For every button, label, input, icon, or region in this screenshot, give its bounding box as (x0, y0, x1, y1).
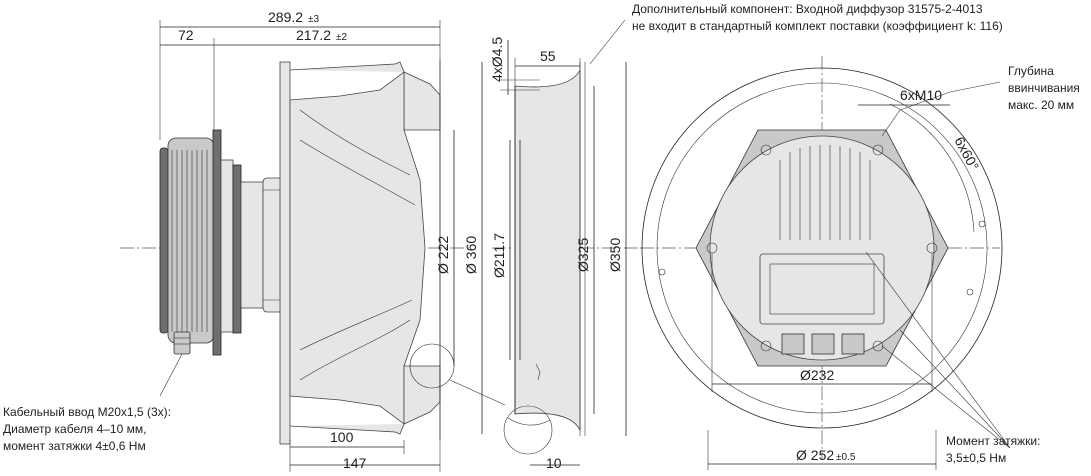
dim-252-diameter-tol: ±0.5 (836, 452, 856, 463)
cable-note-line-2: Диаметр кабеля 4–10 мм, (3, 422, 146, 436)
dim-350-diameter: Ø350 (607, 238, 623, 272)
dim-impeller-length: 217.2 (296, 27, 331, 43)
dim-outer-diameter: Ø 360 (463, 236, 479, 274)
dim-10: 10 (546, 455, 562, 471)
torque-note-line-2: 3,5±0,5 Нм (946, 451, 1006, 465)
dim-diffuser-inner-diameter: Ø211.7 (491, 233, 507, 278)
dimension-lines (159, 19, 1001, 472)
dim-232-diameter: Ø232 (800, 367, 834, 383)
dim-overall-length-tol: ±3 (308, 14, 319, 25)
cable-note-line-1: Кабельный ввод M20x1,5 (3x): (3, 405, 171, 419)
side-view (120, 60, 640, 445)
impeller (279, 60, 441, 445)
diffuser-note-line-2: не входит в стандартный комплект поставк… (632, 19, 1003, 33)
dim-hole: 4xØ4.5 (489, 37, 505, 82)
dim-impeller-length-tol: ±2 (336, 32, 347, 43)
dimension-labels: 289.2 ±3 72 217.2 ±2 4xØ4.5 55 Ø 222 Ø 3… (178, 9, 982, 471)
diffuser-view (503, 62, 586, 455)
front-view (640, 56, 1011, 460)
torque-note-line-1: Момент затяжки: (946, 434, 1040, 448)
annotation-notes: Дополнительный компонент: Входной диффуз… (3, 2, 1080, 465)
depth-note-line-3: макс. 20 мм (1008, 98, 1074, 112)
dim-motor-length: 72 (178, 27, 194, 43)
dim-overall-length: 289.2 (268, 9, 303, 25)
depth-note-line-2: ввинчивания (1008, 81, 1080, 95)
dim-threads: 6xM10 (900, 87, 942, 103)
dim-147: 147 (343, 455, 367, 471)
dim-100: 100 (330, 429, 354, 445)
dim-252-diameter: Ø 252 (796, 447, 834, 463)
depth-note-line-1: Глубина (1008, 64, 1054, 78)
cable-note-line-3: момент затяжки 4±0,6 Нм (3, 439, 146, 453)
dim-325-diameter: Ø325 (575, 238, 591, 272)
dim-inlet-diameter: Ø 222 (435, 236, 451, 274)
cable-gland (173, 331, 191, 355)
diffuser-note-line-1: Дополнительный компонент: Входной диффуз… (632, 2, 983, 16)
dim-diffuser-depth: 55 (540, 48, 556, 64)
